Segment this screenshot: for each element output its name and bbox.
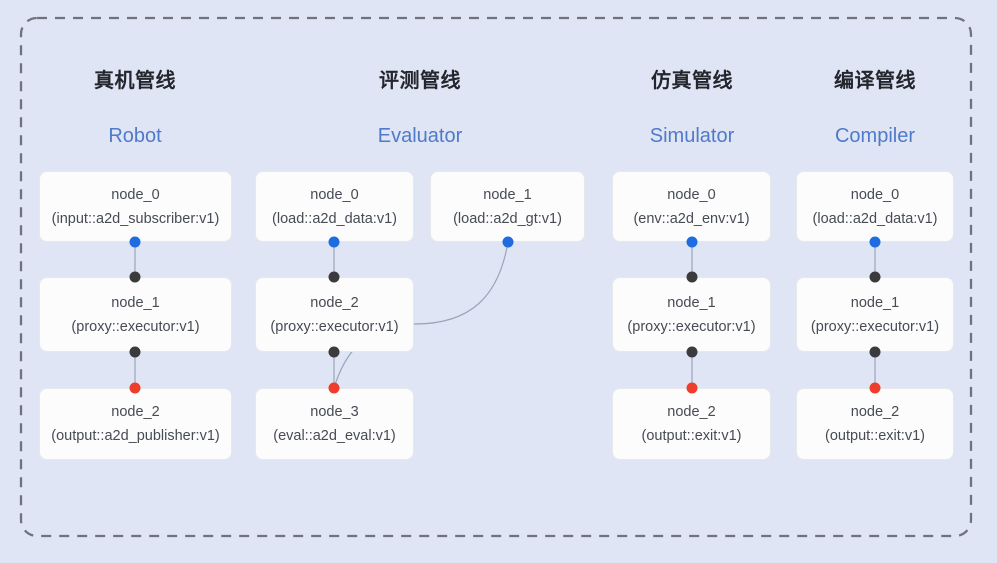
node-card-evaluator-node0: node_0 (load::a2d_data:v1)	[255, 171, 414, 242]
node-type: (load::a2d_data:v1)	[812, 210, 938, 227]
node-type: (eval::a2d_eval:v1)	[273, 428, 396, 444]
node-type: (proxy::executor:v1)	[71, 318, 200, 335]
node-card-simulator-node2: node_2 (output::exit:v1)	[612, 388, 771, 460]
node-card-robot-node1: node_1 (proxy::executor:v1)	[39, 277, 232, 352]
node-card-evaluator-node2: node_2 (proxy::executor:v1)	[255, 277, 414, 352]
node-card-evaluator-node1: node_1 (load::a2d_gt:v1)	[430, 171, 585, 242]
node-card-simulator-node1: node_1 (proxy::executor:v1)	[612, 277, 771, 352]
node-card-evaluator-node3: node_3 (eval::a2d_eval:v1)	[255, 388, 414, 460]
node-type: (proxy::executor:v1)	[810, 318, 940, 335]
pipeline-title-en-evaluator: Evaluator	[377, 125, 463, 147]
node-type: (input::a2d_subscriber:v1)	[51, 210, 220, 227]
node-name: node_0	[667, 186, 716, 203]
node-type: (proxy::executor:v1)	[270, 318, 399, 335]
node-card-compiler-node0: node_0 (load::a2d_data:v1)	[796, 171, 954, 242]
node-name: node_1	[483, 186, 532, 203]
node-type: (env::a2d_env:v1)	[633, 210, 750, 227]
node-type: (output::a2d_publisher:v1)	[51, 428, 220, 444]
node-type: (load::a2d_gt:v1)	[453, 210, 562, 227]
node-type: (proxy::executor:v1)	[627, 318, 756, 335]
node-name: node_0	[310, 186, 359, 203]
node-name: node_0	[850, 186, 900, 203]
pipeline-title-zh-evaluator: 评测管线	[379, 70, 461, 92]
pipeline-title-en-compiler: Compiler	[834, 125, 916, 147]
node-name: node_3	[310, 404, 359, 420]
node-type: (output::exit:v1)	[641, 428, 742, 444]
node-name: node_1	[667, 294, 716, 311]
node-name: node_1	[111, 294, 160, 311]
node-name: node_1	[850, 294, 900, 311]
node-card-compiler-node1: node_1 (proxy::executor:v1)	[796, 277, 954, 352]
pipeline-title-zh-compiler: 编译管线	[834, 70, 916, 92]
pipeline-title-en-robot: Robot	[108, 125, 162, 147]
node-name: node_2	[850, 404, 900, 420]
node-name: node_2	[667, 404, 716, 420]
node-name: node_2	[310, 294, 359, 311]
node-card-robot-node0: node_0 (input::a2d_subscriber:v1)	[39, 171, 232, 242]
node-name: node_2	[111, 404, 160, 420]
node-card-robot-node2: node_2 (output::a2d_publisher:v1)	[39, 388, 232, 460]
node-card-compiler-node2: node_2 (output::exit:v1)	[796, 388, 954, 460]
node-type: (load::a2d_data:v1)	[272, 210, 397, 227]
node-type: (output::exit:v1)	[825, 428, 925, 444]
pipeline-title-zh-robot: 真机管线	[94, 70, 176, 92]
node-name: node_0	[111, 186, 160, 203]
node-card-simulator-node0: node_0 (env::a2d_env:v1)	[612, 171, 771, 242]
